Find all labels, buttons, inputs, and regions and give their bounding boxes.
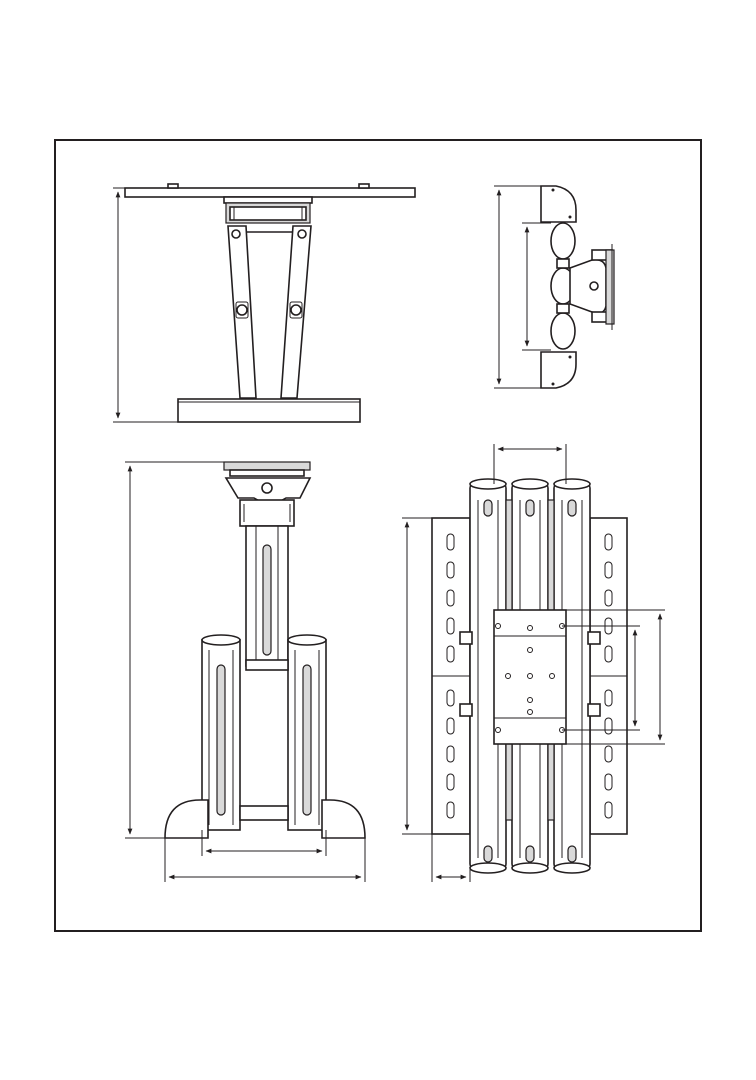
stand-view [125, 462, 365, 882]
front-view [113, 184, 415, 422]
rear-view [402, 444, 665, 882]
side-view [494, 186, 614, 388]
